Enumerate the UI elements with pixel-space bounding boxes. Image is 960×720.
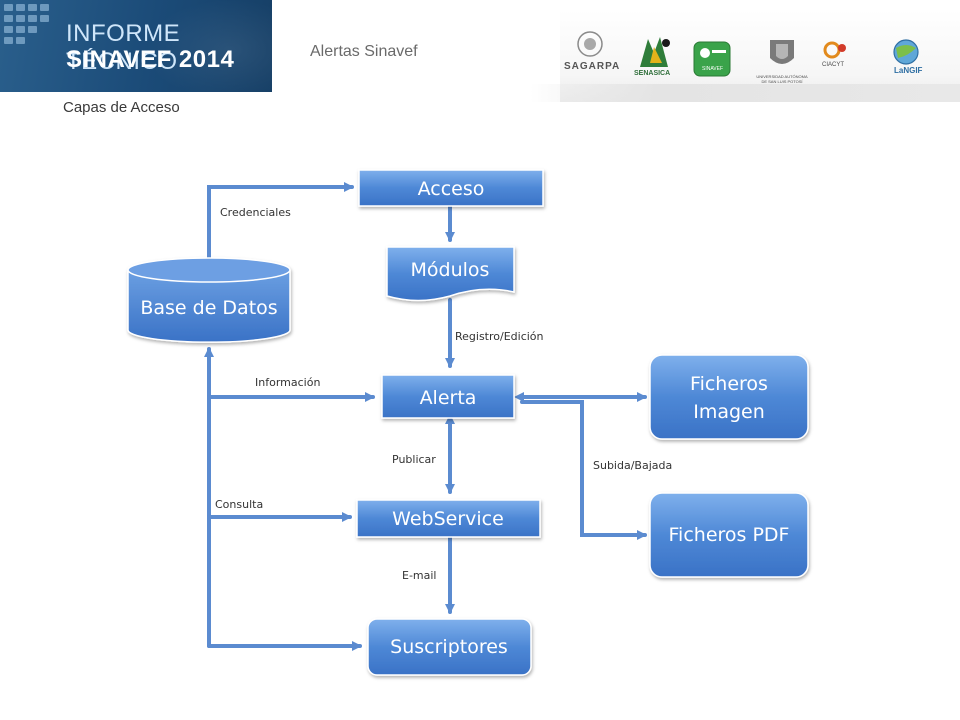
university-crest-icon xyxy=(770,40,794,64)
edge-label-subida-bajada: Subida/Bajada xyxy=(593,459,673,472)
sagarpa-logo-text: SAGARPA xyxy=(564,61,621,72)
app-title: Alertas Sinavef xyxy=(310,43,418,60)
sagarpa-logo: SAGARPA xyxy=(562,28,621,88)
edge-label-informacion: Información xyxy=(255,376,321,389)
sinavef-logo-text: SINAVEF xyxy=(702,66,724,72)
header: INFORME TÉCNICO SINAVEF 2014 Alertas Sin… xyxy=(0,0,960,102)
sinavef-banner: INFORME TÉCNICO SINAVEF 2014 xyxy=(0,0,272,92)
edge-label-publicar: Publicar xyxy=(392,453,436,466)
node-webservice: WebService xyxy=(356,499,541,538)
senasica-logo: SENASICA xyxy=(632,33,676,89)
node-ficheros-imagen: Ficheros Imagen xyxy=(649,354,809,440)
ciacyt-mark-icon xyxy=(823,41,846,59)
uaslp-logo-text: UNIVERSIDAD AUTÓNOMA DE SAN LUIS POTOSÍ xyxy=(756,74,808,84)
node-ficheros-pdf-label: Ficheros PDF xyxy=(669,524,790,546)
banner-line2: SINAVEF 2014 xyxy=(66,46,235,73)
node-modulos: Módulos xyxy=(386,246,515,302)
node-base-datos: Base de Datos xyxy=(127,257,291,343)
logo-strip-band xyxy=(530,84,960,102)
node-ficheros-imagen-label-1: Ficheros xyxy=(690,373,768,395)
node-suscriptores-label: Suscriptores xyxy=(390,636,508,658)
node-acceso: Acceso xyxy=(358,169,544,207)
edge-label-consulta: Consulta xyxy=(215,498,264,511)
node-base-datos-label: Base de Datos xyxy=(140,297,277,319)
banner-tiles-decoration xyxy=(4,4,54,56)
edge-label-registro-edicion: Registro/Edición xyxy=(455,330,544,343)
edge-label-email: E-mail xyxy=(402,569,437,582)
edge-credenciales xyxy=(207,182,354,264)
edge-label-credenciales: Credenciales xyxy=(220,206,291,219)
sinavef-badge-icon xyxy=(693,41,731,77)
node-suscriptores: Suscriptores xyxy=(367,618,532,676)
senasica-logo-text: SENASICA xyxy=(634,70,671,77)
senasica-emblem-icon xyxy=(640,37,670,67)
edge-subida-bajada xyxy=(520,400,647,540)
node-alerta-label: Alerta xyxy=(420,387,477,409)
banner-line1: INFORME TÉCNICO xyxy=(66,20,181,75)
node-webservice-label: WebService xyxy=(392,508,504,530)
globe-icon xyxy=(893,39,919,65)
conacyt-logo: CIACYT xyxy=(822,40,872,80)
langif-logo: LaNGIF xyxy=(884,38,928,82)
banner-shine xyxy=(130,0,272,92)
conacyt-logo-text: CIACYT xyxy=(822,62,845,68)
node-modulos-label: Módulos xyxy=(411,259,490,281)
langif-logo-text: LaNGIF xyxy=(894,66,923,75)
uaslp-logo: UNIVERSIDAD AUTÓNOMA DE SAN LUIS POTOSÍ xyxy=(756,36,808,88)
eagle-seal-icon xyxy=(577,31,603,57)
node-ficheros-imagen-label-2: Imagen xyxy=(693,401,765,423)
page-subtitle: Capas de Acceso xyxy=(63,99,180,116)
node-acceso-label: Acceso xyxy=(418,178,485,200)
node-ficheros-pdf: Ficheros PDF xyxy=(649,492,809,578)
sinavef-logo: SINAVEF xyxy=(693,41,731,77)
node-alerta: Alerta xyxy=(381,374,515,419)
